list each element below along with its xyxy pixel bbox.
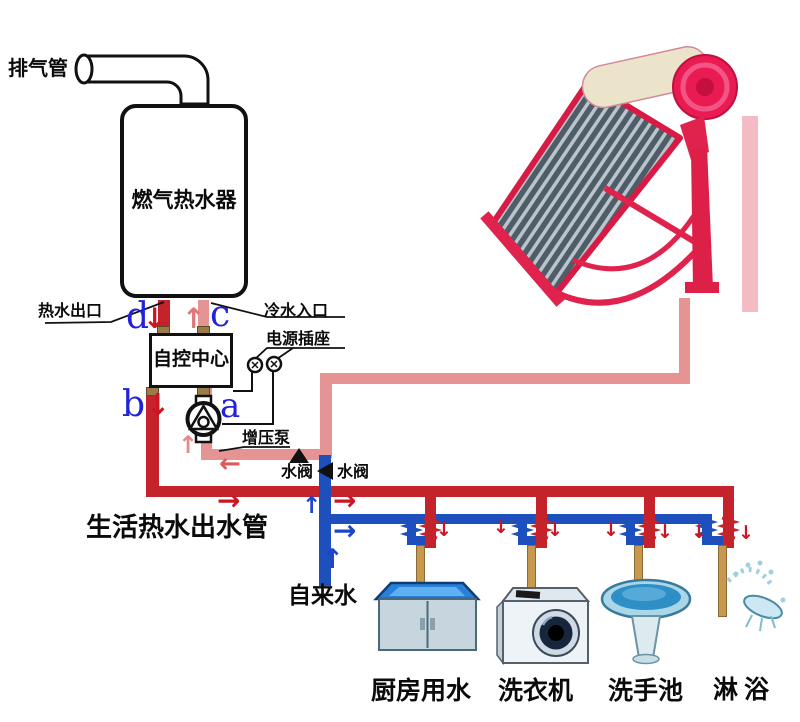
exhaust-pipe-opening <box>74 53 94 85</box>
solar-brace-arc2 <box>572 206 702 272</box>
wash-basin-illustration <box>600 578 692 665</box>
pipe-hot-b <box>146 388 159 488</box>
water-valve-right-label: 水阀 <box>337 464 370 481</box>
flow-arrow-hot-right-2: → <box>333 484 357 517</box>
booster-pump-label: 增压泵 <box>242 430 291 447</box>
pipe-solar-riser <box>320 378 332 458</box>
fixture-label-kitchen: 厨房用水 <box>371 677 472 705</box>
flow-arrow-branch2-down-right: ↓ <box>547 519 563 541</box>
gas-water-heater-label: 燃气热水器 <box>131 189 237 213</box>
callout-power-socket-2 <box>276 347 294 360</box>
flow-arrow-cold-right: → <box>333 514 357 547</box>
solar-brace-strut <box>603 185 697 245</box>
domestic-hot-water-pipe-label: 生活热水出水管 <box>86 512 269 542</box>
control-center-label: 自控中心 <box>152 349 229 371</box>
pipe-cold-branch2-bottom <box>518 536 547 545</box>
pipe-fixture-shower <box>718 545 727 617</box>
pipe-cold-branch1-bottom <box>407 536 436 545</box>
flow-arrow-b-down: ↓ <box>145 388 171 423</box>
flow-arrow-d-down: ↓ <box>143 302 167 335</box>
pipe-hot-branch1 <box>425 495 436 548</box>
pipe-hot-branch2 <box>536 495 547 548</box>
flow-arrow-cold-up-1: ↑ <box>302 493 322 519</box>
pipe-hot-main <box>146 486 734 497</box>
hot-water-outlet-label: 热水出口 <box>38 303 103 320</box>
solar-collector-panel <box>490 79 683 298</box>
pipe-hot-branch3 <box>644 495 655 548</box>
flow-arrow-hot-right-1: → <box>217 484 241 517</box>
water-valve-left-label: 水阀 <box>281 464 314 481</box>
pipe-pump-line <box>201 449 331 460</box>
solar-bracket <box>680 116 709 160</box>
exhaust-pipe-label: 排气管 <box>8 58 68 80</box>
power-socket-label: 电源插座 <box>266 331 331 348</box>
fixture-label-basin: 洗手池 <box>608 677 684 705</box>
solar-foot <box>685 282 719 293</box>
solar-brace-arc1 <box>553 249 698 306</box>
solar-tank <box>581 46 710 109</box>
pipe-hot-end-drop <box>723 486 734 548</box>
shower-illustration <box>726 560 786 632</box>
solar-water-heater-illustration <box>480 46 758 312</box>
washing-machine-illustration <box>496 587 591 666</box>
gas-water-heater-box: 燃气热水器 <box>120 104 248 298</box>
pipe-fixture-kitchen <box>416 545 425 585</box>
flow-arrow-branch4-down-left: ↓ <box>691 521 707 543</box>
solar-tank-cap <box>672 54 738 120</box>
cold-water-inlet-label: 冷水入口 <box>264 303 329 320</box>
solar-tank-cap-ring <box>680 62 730 112</box>
fixture-label-washer: 洗衣机 <box>498 677 574 705</box>
flow-arrow-pump-up: ↑ <box>178 431 199 459</box>
point-letter-a: a <box>220 386 241 426</box>
power-socket-icon <box>246 355 283 374</box>
flow-arrow-branch4-down-right: ↓ <box>738 522 754 544</box>
tap-water-label: 自来水 <box>288 582 357 608</box>
pipe-cold-branch4-bottom <box>702 536 734 545</box>
solar-bottom-rail <box>480 211 565 307</box>
flow-arrow-pump-left: ← <box>219 449 241 479</box>
pipe-solar-drop <box>679 298 690 378</box>
pipe-solar-horizontal <box>320 373 690 384</box>
flow-arrow-cold-up-2: ↑ <box>321 544 344 575</box>
pipe-solar-c <box>198 300 209 334</box>
flow-arrow-branch3-down-right: ↓ <box>657 521 673 543</box>
kitchen-sink-illustration <box>373 581 481 651</box>
fitting-control-bottom-right <box>197 387 210 396</box>
solar-front-leg <box>691 146 713 288</box>
solar-tank-cap-center <box>696 78 714 96</box>
fixture-label-shower: 淋浴 <box>713 676 776 704</box>
solar-rear-leg <box>742 116 758 312</box>
point-letter-c: c <box>210 294 231 335</box>
exhaust-pipe-illustration <box>74 53 210 106</box>
control-center-box: 自控中心 <box>149 333 233 388</box>
pipe-fixture-basin <box>634 545 643 586</box>
flow-arrow-c-up: ↑ <box>182 302 206 335</box>
flow-arrow-branch2-down-left: ↓ <box>493 516 509 538</box>
pipe-fixture-washer <box>527 545 536 590</box>
pipe-pump-bottom <box>201 441 212 453</box>
flow-arrow-branch3-down-left: ↓ <box>603 519 619 541</box>
callout-power-socket <box>253 347 345 361</box>
point-letter-b: b <box>122 384 146 425</box>
flow-arrow-branch1-down: ↓ <box>436 519 452 541</box>
pipe-cold-branch3-bottom <box>626 536 655 545</box>
